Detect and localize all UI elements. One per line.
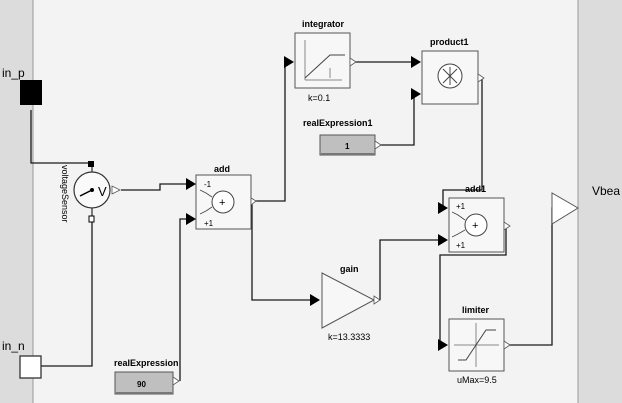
right-gutter: [578, 0, 622, 403]
real-expression1-title: realExpression1: [303, 118, 373, 128]
wire-gain-add1: [379, 239, 440, 300]
integrator-block[interactable]: integrator k=0.1: [284, 19, 357, 103]
gain-input-arrow: [310, 294, 320, 306]
sensor-top-pin: [88, 161, 94, 167]
add1-k2: +1: [456, 241, 466, 250]
add1-block[interactable]: add1 +1 +1 +: [438, 184, 511, 253]
wire-inp-sensor: [30, 110, 90, 164]
real-expression-title: realExpression: [114, 358, 179, 368]
port-in-n-square[interactable]: [19, 355, 42, 379]
voltage-sensor-block[interactable]: V voltageSensor: [60, 161, 121, 223]
add-title: add: [214, 164, 230, 174]
integrator-param: k=0.1: [308, 93, 330, 103]
add-k2: +1: [204, 219, 214, 228]
integrator-title: integrator: [302, 19, 345, 29]
add1-op: +: [472, 220, 478, 232]
sensor-symbol: V: [98, 184, 107, 199]
add-block[interactable]: add -1 +1 +: [186, 164, 257, 230]
add1-title: add1: [465, 184, 486, 194]
product-block[interactable]: product1: [411, 37, 485, 105]
gain-triangle: [321, 272, 376, 329]
integrator-input-arrow: [284, 56, 294, 68]
real-expression-value: 90: [137, 380, 146, 389]
wire-realexpr1-product: [380, 94, 415, 146]
limiter-block[interactable]: limiter uMax=9.5: [438, 305, 511, 385]
real-expression-block[interactable]: realExpression 90: [114, 358, 180, 395]
port-in-p[interactable]: in_p: [2, 66, 42, 105]
port-in-n[interactable]: in_n: [2, 339, 42, 379]
wire-sensor-add: [121, 183, 188, 191]
limiter-param: uMax=9.5: [457, 375, 497, 385]
product-title: product1: [430, 37, 469, 47]
limiter-input-arrow: [438, 339, 448, 351]
sensor-bottom-pin: [88, 215, 95, 223]
wires: [30, 61, 560, 381]
port-in-p-label: in_p: [2, 66, 25, 80]
wire-realexpr-add: [179, 218, 188, 381]
vbea-triangle[interactable]: [551, 192, 579, 225]
add-input1-arrow: [186, 178, 196, 190]
limiter-title: limiter: [462, 305, 490, 315]
product-input2-arrow: [411, 88, 421, 100]
gain-param: k=13.3333: [328, 332, 370, 342]
wire-add1-limiter: [439, 226, 507, 345]
integrator-box: [294, 32, 351, 89]
wire-product-add1: [442, 78, 483, 207]
port-in-n-label: in_n: [2, 339, 25, 353]
real-expression1-value: 1: [345, 142, 350, 151]
add1-k1: +1: [456, 202, 466, 211]
gain-title: gain: [340, 264, 359, 274]
add1-input1-arrow: [438, 202, 448, 214]
sensor-label: voltageSensor: [60, 165, 70, 223]
add-op: +: [219, 197, 225, 209]
port-in-p-square[interactable]: [20, 80, 42, 105]
real-expression1-block[interactable]: realExpression1 1: [303, 118, 382, 156]
wire-add-integrator: [252, 62, 286, 202]
add-input2-arrow: [186, 213, 196, 225]
port-vbea-label: Vbea: [592, 184, 620, 198]
add-k1: -1: [204, 180, 212, 189]
wire-inn-sensor: [41, 222, 93, 367]
port-vbea[interactable]: Vbea: [551, 184, 620, 225]
wire-add-gain: [251, 201, 310, 301]
left-gutter: [0, 0, 33, 403]
product-input1-arrow: [411, 56, 421, 68]
sensor-needle: [79, 189, 93, 197]
gain-block[interactable]: gain k=13.3333: [310, 264, 381, 342]
add1-input2-arrow: [438, 234, 448, 246]
